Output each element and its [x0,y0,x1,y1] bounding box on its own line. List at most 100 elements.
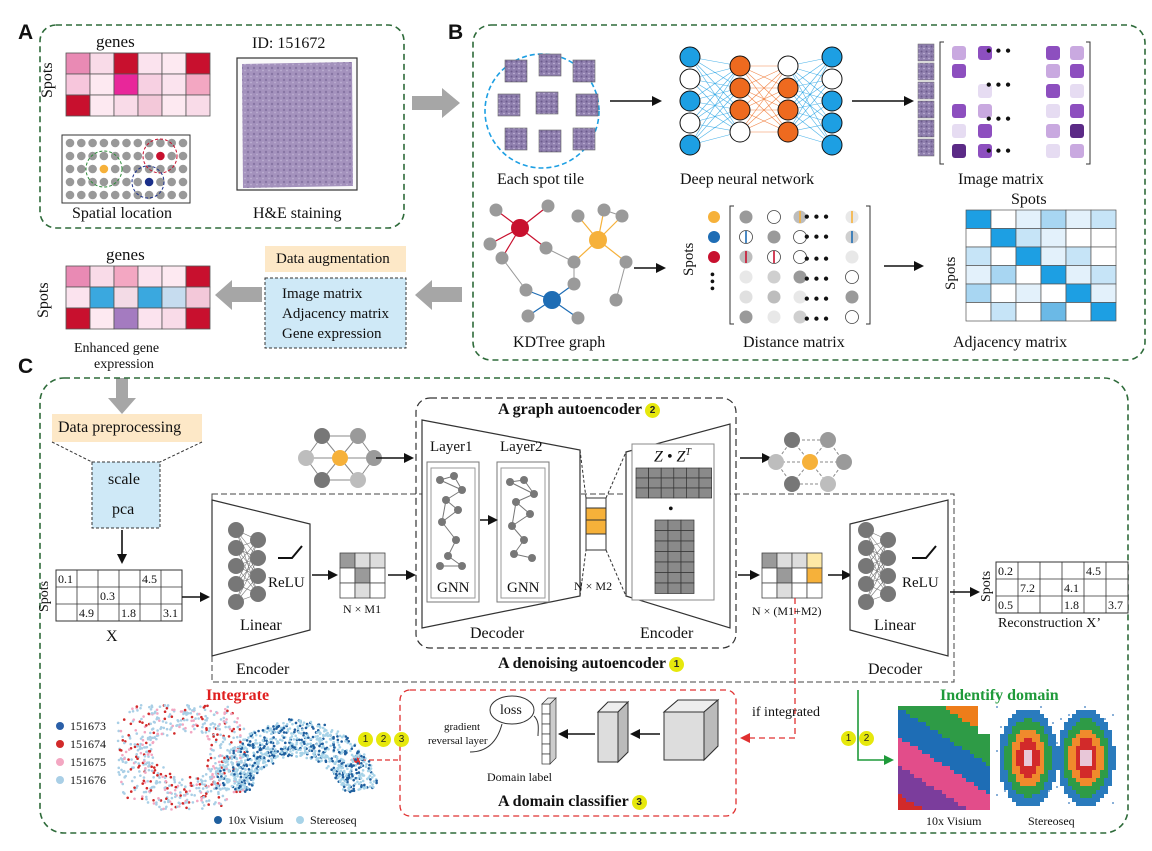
identify-cell-right [1100,766,1104,770]
adjacency-spots-label: Spots [943,256,959,290]
integrate-point [248,776,252,780]
integrate-point [354,758,357,761]
integrate-point [223,720,226,723]
integrate-point [193,727,196,731]
neighborhood-circle [142,138,178,174]
identify-cell-right [1048,750,1052,754]
dnn-node [679,112,701,134]
integrate-point [282,736,286,739]
integrate-point [167,798,170,802]
dae-badge: 1 [669,656,685,672]
integrate-point [305,756,309,760]
identify-cell-right [1060,758,1064,762]
identify-cell-right [1012,782,1016,786]
integrate-point [170,802,174,806]
adj-cell [990,246,1017,266]
identify-cell-right [1000,750,1004,754]
identify-cell-left [966,718,970,722]
identify-caption-left: 10x Visium [926,814,982,828]
integrate-point [154,781,158,785]
integrate-point [216,781,220,785]
kd-edge [615,261,627,301]
integrate-point [243,785,247,789]
legend-dot-icon [56,722,64,730]
adj-cell [1015,283,1042,303]
identify-cell-right [1028,754,1032,758]
dnn-node [679,90,701,112]
integrate-point [196,724,199,728]
identify-cell-left [982,766,986,770]
integrate-point [150,765,153,769]
integrate-point [342,734,346,738]
integrate-point [349,742,352,746]
identify-cell-right [1008,746,1012,750]
integrate-point [131,707,134,710]
identify-cell-left [946,802,950,806]
integrate-point [253,768,257,771]
identify-noise [996,794,998,796]
identify-cell-left [902,730,906,734]
identify-cell-left [918,738,922,742]
integrate-point [179,710,183,713]
identify-cell-right [1028,774,1032,778]
identify-cell-left [946,766,950,770]
identify-cell-left [962,734,966,738]
identify-cell-right [1100,722,1104,726]
latent-bottleneck [579,449,627,597]
identify-cell-right [1060,754,1064,758]
integrate-point [169,775,173,779]
integrate-point [375,781,378,785]
identify-cell-left [934,738,938,742]
identify-cell-left [974,754,978,758]
integrate-point [242,788,245,792]
identify-cell-right [1084,802,1088,806]
classifier-blocks [541,697,720,765]
integrate-point [309,745,313,748]
identify-noise [1104,718,1106,720]
integrate-point [203,783,207,786]
integrate-point [362,760,366,764]
identify-cell-left [962,766,966,770]
integrate-point [179,794,182,797]
genes-label-enhanced: genes [106,245,145,264]
identify-cell-left [902,742,906,746]
integrate-point [226,709,229,713]
integrate-point [264,747,268,751]
dnn-edge [739,65,789,133]
integrate-point [151,756,155,759]
integrate-point [219,754,222,757]
identify-cell-left [922,722,926,726]
identify-cell-left [978,794,982,798]
identify-cell-left [902,802,906,806]
identify-cell-left [946,718,950,722]
identify-cell-right [1024,722,1028,726]
identify-cell-left [954,758,958,762]
integrate-point [167,715,171,718]
zt-cell [667,572,682,584]
kd-node [541,199,555,213]
identify-cell-right [1104,790,1108,794]
identify-cell-right [1044,718,1048,722]
identify-cell-right [1068,758,1072,762]
identify-cell-right [1036,786,1040,790]
integrate-point [187,801,191,804]
integrate-point [290,735,294,738]
integrate-point [330,730,333,734]
integrate-point [274,737,278,741]
integrate-point [187,712,190,715]
integrate-point [349,777,353,780]
integrate-point [146,736,150,740]
integrate-point [165,734,169,737]
identify-badge-1: 1 [841,730,856,746]
integrate-point [334,772,338,776]
integrate-point [339,779,342,782]
identify-cell-right [1040,778,1044,782]
identify-cell-left [946,754,950,758]
spatial-spot [110,190,120,200]
identify-cell-right [1100,718,1104,722]
identify-cell-right [1080,746,1084,750]
identify-cell-left [950,802,954,806]
integrate-point [169,728,172,731]
integrate-point [152,802,156,805]
